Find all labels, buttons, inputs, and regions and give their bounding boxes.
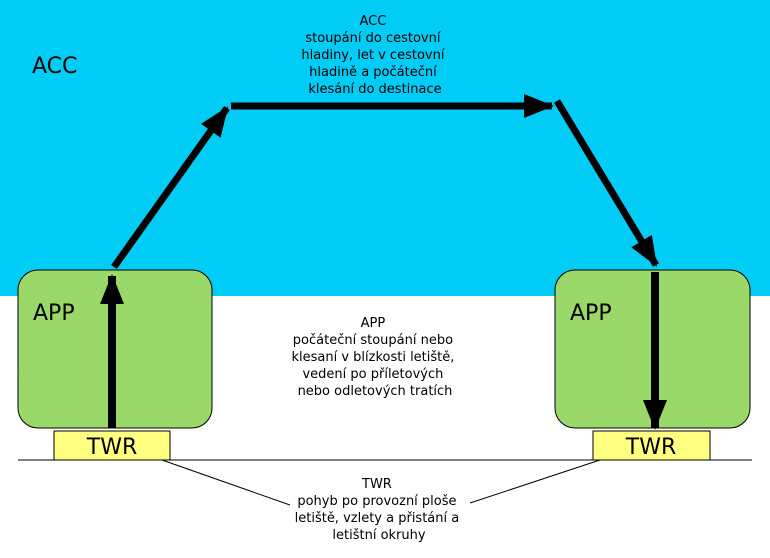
acc-desc-line: hladiny, let v cestovní	[301, 48, 444, 63]
acc-zone-label: ACC	[32, 54, 77, 79]
twr-desc-line: TWR	[361, 477, 392, 492]
app-desc-line: počáteční stoupání nebo	[293, 333, 453, 348]
twr-right-label: TWR	[625, 435, 676, 460]
acc-desc-line: hladině a počáteční	[309, 65, 437, 80]
app-left-label: APP	[33, 301, 75, 326]
twr-desc-line: letištní okruhy	[332, 528, 425, 543]
twr-desc-line: letiště, vzlety a přistání a	[295, 511, 460, 526]
twr-box-right	[592, 430, 711, 461]
acc-desc-line: klesání do destinace	[308, 82, 441, 97]
twr-box-left	[53, 430, 171, 461]
app-description: APP počáteční stoupání nebo klesaní v bl…	[291, 316, 458, 399]
twr-left-label: TWR	[86, 435, 137, 460]
arrow-acc-descent	[554, 99, 659, 267]
twr-desc-line: pohyb po provozní ploše	[297, 494, 456, 509]
twr-callout-left	[161, 459, 291, 506]
app-right-label: APP	[570, 301, 612, 326]
arrow-acc-climb	[111, 105, 230, 270]
twr-callout-right	[469, 459, 601, 504]
acc-desc-line: ACC	[360, 14, 387, 29]
app-desc-line: APP	[361, 316, 386, 331]
acc-description: ACC stoupání do cestovní hladiny, let v …	[301, 14, 448, 97]
acc-desc-line: stoupání do cestovní	[305, 31, 441, 46]
app-desc-line: klesaní v blízkosti letiště,	[291, 350, 454, 365]
app-desc-line: vedení po příletových	[302, 367, 443, 382]
app-desc-line: nebo odletových tratích	[298, 384, 453, 399]
twr-description: TWR pohyb po provozní ploše letiště, vzl…	[295, 477, 464, 543]
